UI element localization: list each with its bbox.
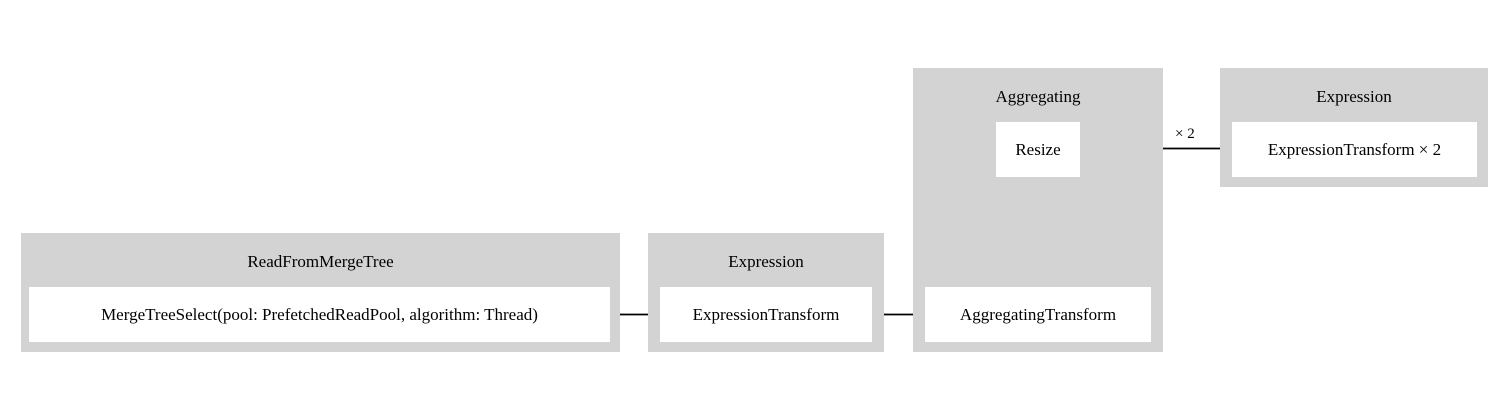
node-resize[interactable]: Resize [996,122,1080,177]
node-aggregating-transform[interactable]: AggregatingTransform [925,287,1151,342]
cluster-title-aggregating: Aggregating [995,87,1081,106]
cluster-aggregating: Aggregating Resize AggregatingTransform [913,68,1163,352]
cluster-expression-2: Expression ExpressionTransform × 2 [1220,68,1488,187]
node-expression-transform-2[interactable]: ExpressionTransform × 2 [1232,122,1477,177]
cluster-title-expression-2: Expression [1316,87,1392,106]
cluster-title-expression-1: Expression [728,252,804,271]
node-expression-transform-1[interactable]: ExpressionTransform [660,287,872,342]
cluster-read-from-merge-tree: ReadFromMergeTree MergeTreeSelect(pool: … [21,233,620,352]
node-merge-tree-select[interactable]: MergeTreeSelect(pool: PrefetchedReadPool… [29,287,610,342]
cluster-title-read-from-merge-tree: ReadFromMergeTree [247,252,394,271]
cluster-expression-1: Expression ExpressionTransform [648,233,884,352]
edge-label-resize-to-expression2: × 2 [1175,126,1195,142]
